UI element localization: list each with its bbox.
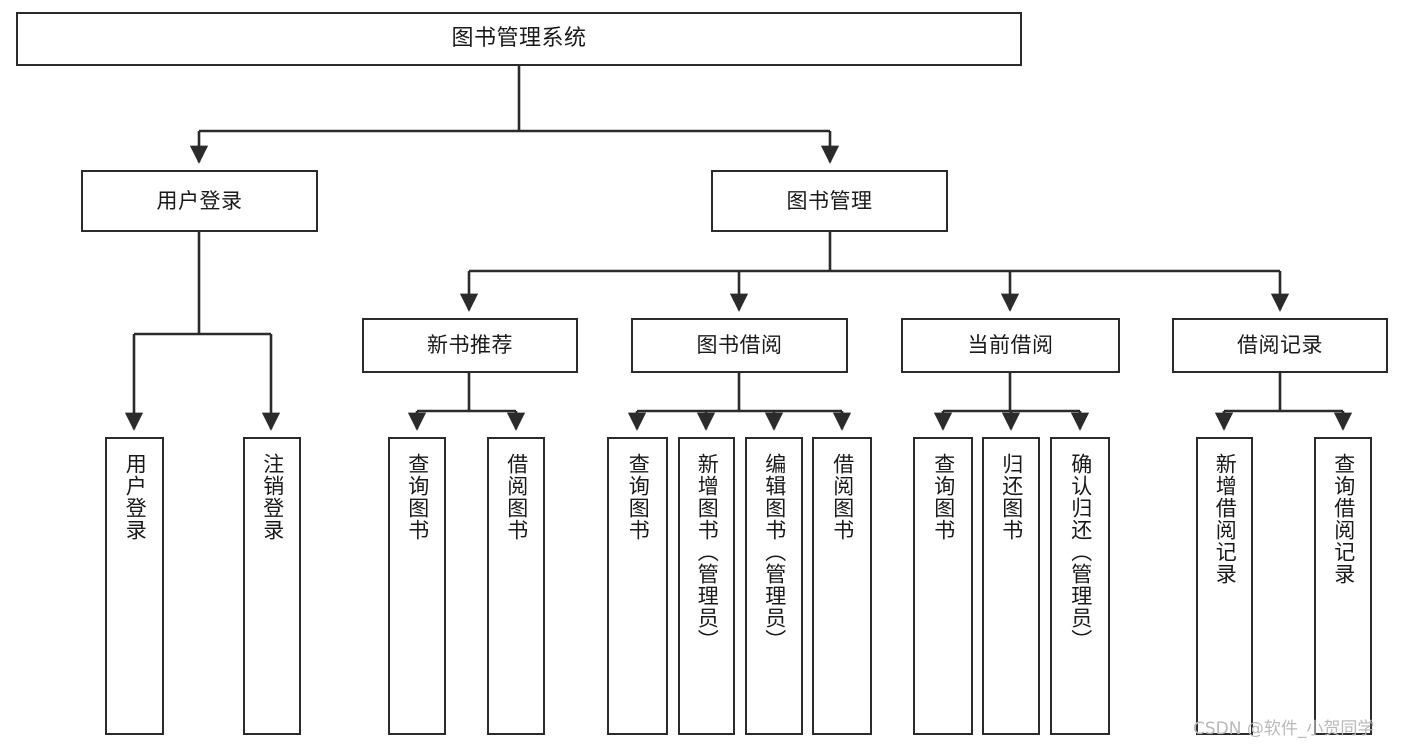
node-leaf-edit-book[interactable]: 编辑图书（管理员） (745, 437, 803, 735)
node-leaf-return-book-label: 归还图书 (999, 453, 1024, 541)
node-book-borrow[interactable]: 图书借阅 (631, 318, 848, 373)
node-leaf-confirm-return-label: 确认归还（管理员） (1068, 453, 1093, 651)
node-current-borrow-label: 当前借阅 (967, 333, 1054, 358)
node-leaf-borrow-book-2-label: 借阅图书 (830, 453, 855, 541)
node-root-label: 图书管理系统 (451, 26, 587, 52)
node-root[interactable]: 图书管理系统 (16, 12, 1022, 66)
node-leaf-borrow-book-1[interactable]: 借阅图书 (487, 437, 545, 735)
node-leaf-add-record[interactable]: 新增借阅记录 (1196, 437, 1253, 735)
node-leaf-edit-book-label: 编辑图书（管理员） (762, 453, 787, 651)
node-leaf-add-book[interactable]: 新增图书（管理员） (678, 437, 735, 735)
watermark: CSDN @软件_小贺同学 (1193, 719, 1375, 739)
node-new-book-recommend[interactable]: 新书推荐 (362, 318, 578, 373)
node-leaf-return-book[interactable]: 归还图书 (982, 437, 1040, 735)
node-leaf-query-book-3[interactable]: 查询图书 (913, 437, 973, 735)
node-user-login-label: 用户登录 (156, 188, 243, 213)
node-borrow-record[interactable]: 借阅记录 (1172, 318, 1388, 373)
node-leaf-query-book-2[interactable]: 查询图书 (607, 437, 668, 735)
node-leaf-user-login-label: 用户登录 (123, 453, 148, 541)
node-leaf-query-record[interactable]: 查询借阅记录 (1314, 437, 1372, 735)
node-leaf-add-book-label: 新增图书（管理员） (695, 453, 720, 651)
node-leaf-add-record-label: 新增借阅记录 (1213, 453, 1238, 585)
node-borrow-record-label: 借阅记录 (1237, 333, 1323, 358)
node-book-borrow-label: 图书借阅 (696, 333, 783, 358)
node-leaf-borrow-book-2[interactable]: 借阅图书 (812, 437, 872, 735)
node-new-book-recommend-label: 新书推荐 (427, 333, 513, 358)
node-leaf-logout-label: 注销登录 (260, 453, 285, 541)
node-book-manage-label: 图书管理 (786, 188, 873, 213)
node-leaf-confirm-return[interactable]: 确认归还（管理员） (1050, 437, 1110, 735)
node-leaf-query-record-label: 查询借阅记录 (1331, 453, 1356, 585)
node-leaf-query-book-3-label: 查询图书 (931, 453, 956, 541)
node-current-borrow[interactable]: 当前借阅 (901, 318, 1120, 373)
node-leaf-query-book-2-label: 查询图书 (626, 453, 651, 541)
node-leaf-query-book-1[interactable]: 查询图书 (388, 437, 446, 735)
node-leaf-logout[interactable]: 注销登录 (243, 437, 301, 735)
node-user-login[interactable]: 用户登录 (81, 170, 318, 232)
node-book-manage[interactable]: 图书管理 (711, 170, 948, 232)
node-leaf-query-book-1-label: 查询图书 (405, 453, 430, 541)
node-leaf-user-login[interactable]: 用户登录 (105, 437, 164, 735)
node-leaf-borrow-book-1-label: 借阅图书 (504, 453, 529, 541)
